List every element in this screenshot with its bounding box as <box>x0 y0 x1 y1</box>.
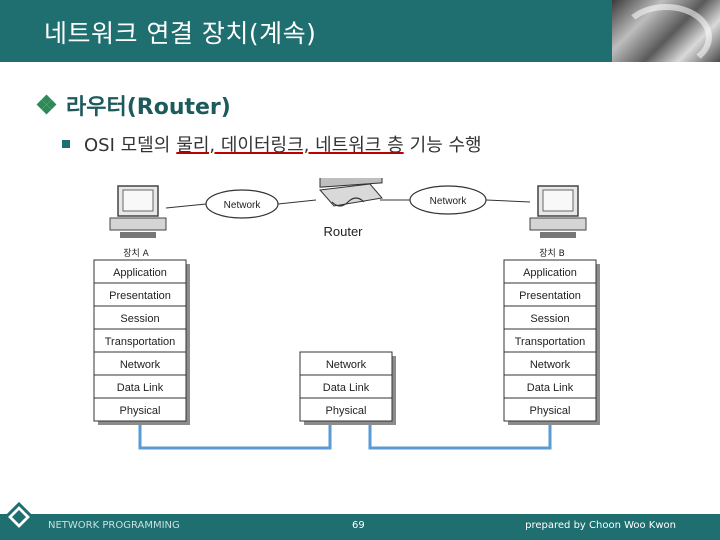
device-b-stack-layer-label: Application <box>523 267 577 279</box>
bullet-level2-suffix: 기능 수행 <box>409 135 482 156</box>
computer-b-icon <box>529 185 587 238</box>
bullet-level2-prefix: OSI 모델의 <box>84 135 171 156</box>
footer-course-title: NETWORK PROGRAMMING <box>48 520 180 531</box>
bullet-level1: 라우터(Router) <box>36 90 231 120</box>
bullet-level2-underlined: 물리, 데이터링크, 네트워크 층 <box>176 135 404 156</box>
network-label-right: Network <box>430 196 468 207</box>
device-a-label: 장치 A <box>123 247 149 259</box>
square-bullet-icon <box>62 140 70 148</box>
computer-a-icon <box>109 185 167 238</box>
device-b-stack-layer-label: Network <box>530 359 571 371</box>
device-a-stack-layer-label: Network <box>120 359 161 371</box>
device-a-stack-layer-box <box>93 397 187 422</box>
device-a-stack-layer-label: Application <box>113 267 167 279</box>
device-a-stack-layer-label: Data Link <box>117 382 164 394</box>
header-bar: 네트워크 연결 장치(계속) <box>0 0 720 70</box>
swirl-decoration <box>620 4 712 70</box>
footer-bar: NETWORK PROGRAMMING 69 prepared by Choon… <box>0 514 720 540</box>
device-a-stack-layer-label: Presentation <box>109 290 171 302</box>
device-a-stack-layer-label: Physical <box>120 405 161 417</box>
device-b-stack-layer-label: Session <box>530 313 569 325</box>
router-stack-layer-label: Data Link <box>323 382 370 394</box>
router-stack-layer-box <box>299 397 393 422</box>
device-b-stack-layer-label: Presentation <box>519 290 581 302</box>
device-a-stack-layer-label: Transportation <box>105 336 176 348</box>
footer-page-number: 69 <box>352 520 365 531</box>
header-decoration <box>612 0 720 70</box>
router-icon <box>318 178 383 207</box>
bullet-level2: OSI 모델의 물리, 데이터링크, 네트워크 층 기능 수행 <box>62 132 482 156</box>
device-b-stack-layer-label: Data Link <box>527 382 574 394</box>
device-b-label: 장치 B <box>539 247 565 259</box>
slide-title: 네트워크 연결 장치(계속) <box>44 19 317 48</box>
network-label-left: Network <box>224 200 262 211</box>
device-b-stack-layer-label: Transportation <box>515 336 586 348</box>
diamond-bullet-icon <box>36 94 57 115</box>
router-stack-layer-label: Physical <box>326 405 367 417</box>
osi-router-diagram: Network Network Router 장치 A 장치 B Applica… <box>93 178 600 450</box>
device-a-stack-layer-label: Session <box>120 313 159 325</box>
router-label: Router <box>323 224 363 239</box>
diamond-logo-icon <box>4 502 34 532</box>
bullet-level1-text: 라우터(Router) <box>66 95 231 120</box>
device-b-stack-layer-box <box>503 397 597 422</box>
device-b-stack-layer-label: Physical <box>530 405 571 417</box>
router-stack-layer-label: Network <box>326 359 367 371</box>
footer-author: prepared by Choon Woo Kwon <box>525 520 676 531</box>
